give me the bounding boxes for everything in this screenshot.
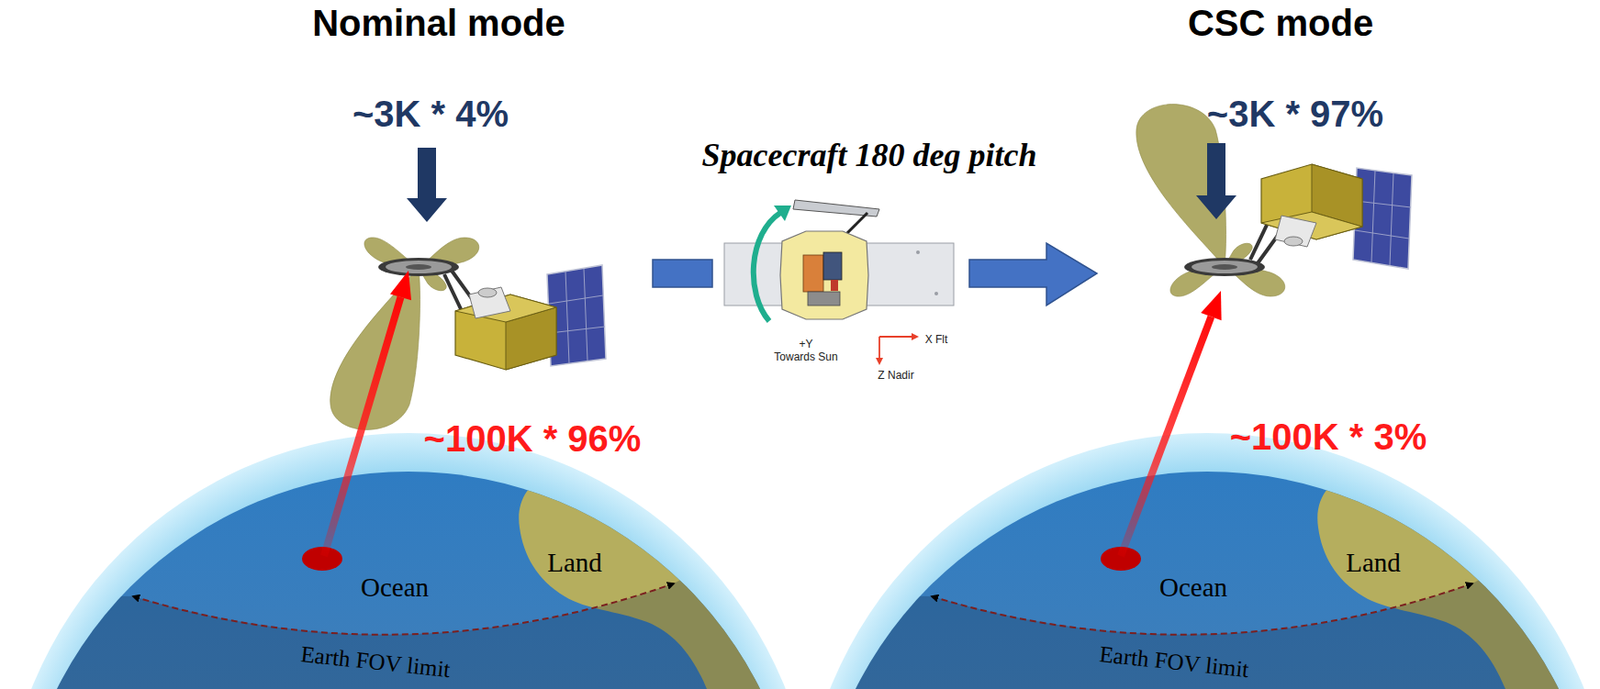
region-label: Land	[547, 548, 603, 579]
transition-arrow	[652, 259, 713, 288]
pitch-illustration	[878, 336, 881, 359]
pitch-illustration	[807, 291, 840, 306]
pitch-illustration	[916, 250, 920, 255]
label-holder: ~3K * 97%	[1207, 92, 1384, 135]
cold-space-arrow	[1196, 143, 1237, 220]
pitch-illustration	[911, 333, 919, 341]
earth-left	[0, 433, 827, 689]
earth-signal-arrow	[1120, 316, 1211, 557]
pitch-illustration	[803, 255, 824, 292]
cold-space-contribution: ~3K * 97%	[1207, 92, 1384, 135]
cold-space-contribution: ~3K * 4%	[352, 92, 509, 135]
earth-signal-arrow	[324, 270, 1222, 557]
label-holder: ~100K * 96%	[424, 417, 642, 460]
label-holder: Land	[547, 548, 603, 579]
label-holder: Land	[1345, 548, 1401, 579]
label-holder: Ocean	[360, 572, 429, 604]
earth-signal-arrow	[324, 297, 402, 557]
earth-signal-arrow	[390, 270, 412, 301]
fov-limit-label: Earth FOV limit	[1097, 641, 1251, 684]
label-holder: Nominal mode	[312, 1, 566, 45]
pitch-illustration	[830, 279, 839, 291]
axis-label: X Flt	[925, 334, 949, 347]
label-holder: Spacecraft 180 deg pitch	[702, 136, 1038, 175]
label-holder: Towards Sun	[773, 351, 838, 365]
label-holder: X Flt	[925, 334, 949, 347]
cold-space-arrow	[406, 147, 448, 223]
transition-arrow	[969, 243, 1097, 306]
pitch-illustration	[823, 252, 842, 280]
pitch-illustration	[753, 212, 781, 322]
earth-signal-arrow	[1200, 290, 1221, 321]
label-holder: Z Nadir	[877, 369, 914, 383]
earth-contribution: ~100K * 96%	[424, 417, 642, 460]
pitch-illustration	[780, 231, 869, 320]
region-label: Ocean	[1159, 572, 1228, 604]
pitch-illustration	[875, 358, 884, 366]
maneuver-caption: Spacecraft 180 deg pitch	[702, 136, 1038, 175]
label-holder: Ocean	[1159, 572, 1228, 604]
pitch-illustration	[724, 200, 954, 366]
region-label: Land	[1345, 548, 1401, 579]
transition-arrow	[652, 243, 1097, 306]
axis-label: Z Nadir	[877, 369, 914, 383]
earth-right	[798, 433, 1600, 689]
pitch-illustration	[879, 335, 913, 338]
label-holder: CSC mode	[1187, 1, 1374, 45]
panel-title: Nominal mode	[312, 1, 566, 45]
fov-limit-label: Earth FOV limit	[299, 641, 452, 684]
label-holder: Earth FOV limit	[1097, 641, 1251, 684]
label-holder: ~100K * 3%	[1230, 415, 1428, 459]
panel-title: CSC mode	[1187, 1, 1374, 45]
label-holder: Earth FOV limit	[299, 641, 452, 684]
label-holder: ~3K * 4%	[352, 92, 509, 135]
pitch-illustration	[934, 291, 939, 296]
region-label: Ocean	[360, 572, 429, 604]
axis-label: Towards Sun	[773, 351, 838, 365]
axis-label: +Y	[798, 338, 813, 352]
earth-contribution: ~100K * 3%	[1230, 415, 1428, 459]
label-holder: +Y	[798, 338, 813, 352]
pitch-illustration	[773, 205, 792, 222]
